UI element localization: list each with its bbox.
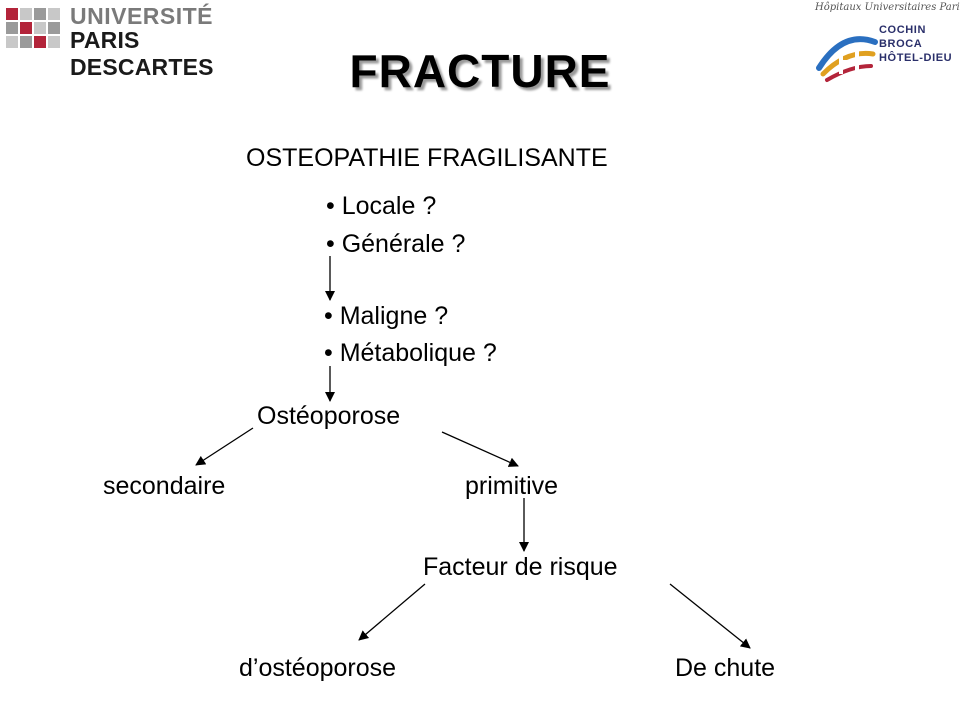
logo-university-line: UNIVERSITÉ — [70, 3, 214, 29]
arrow-facteur-to-chute — [669, 583, 751, 649]
slide-title: FRACTURE — [349, 45, 611, 97]
option-metabolique: Métabolique ? — [324, 341, 497, 366]
logo-tagline: Hôpitaux Universitaires Paris Centre — [815, 2, 960, 13]
node-facteur-de-risque: Facteur de risque — [423, 553, 618, 581]
node-osteoporose: Ostéoporose — [257, 402, 401, 430]
option-locale: Locale ? — [326, 194, 437, 219]
option-generale: Générale ? — [326, 232, 466, 257]
arrow-osteoporose-to-primitive — [441, 431, 519, 467]
node-secondaire: secondaire — [103, 472, 226, 500]
node-osteopathie-fragilisante: OSTEOPATHIE FRAGILISANTE — [246, 144, 608, 172]
arrow-osteoporose-to-secondaire — [195, 427, 254, 466]
logo-hospital-broca: BROCA — [879, 38, 923, 50]
option-maligne: Maligne ? — [324, 304, 448, 329]
logo-hospital-cochin: COCHIN — [879, 24, 926, 36]
node-risk-osteoporose: d’ostéoporose — [239, 654, 397, 682]
node-primitive: primitive — [465, 472, 559, 500]
arrow-facteur-to-osteoporose — [358, 583, 426, 641]
university-crest-icon — [4, 2, 62, 56]
node-risk-chute: De chute — [675, 654, 776, 682]
hopitaux-paris-centre-logo: Hôpitaux Universitaires Paris Centre COC… — [795, 0, 960, 100]
logo-hospital-hotel-dieu: HÔTEL-DIEU — [879, 52, 953, 64]
universite-paris-descartes-logo: UNIVERSITÉ PARIS DESCARTES — [0, 0, 240, 80]
hospital-emblem-icon — [816, 36, 878, 82]
logo-paris-descartes-line: PARIS DESCARTES — [70, 27, 214, 80]
